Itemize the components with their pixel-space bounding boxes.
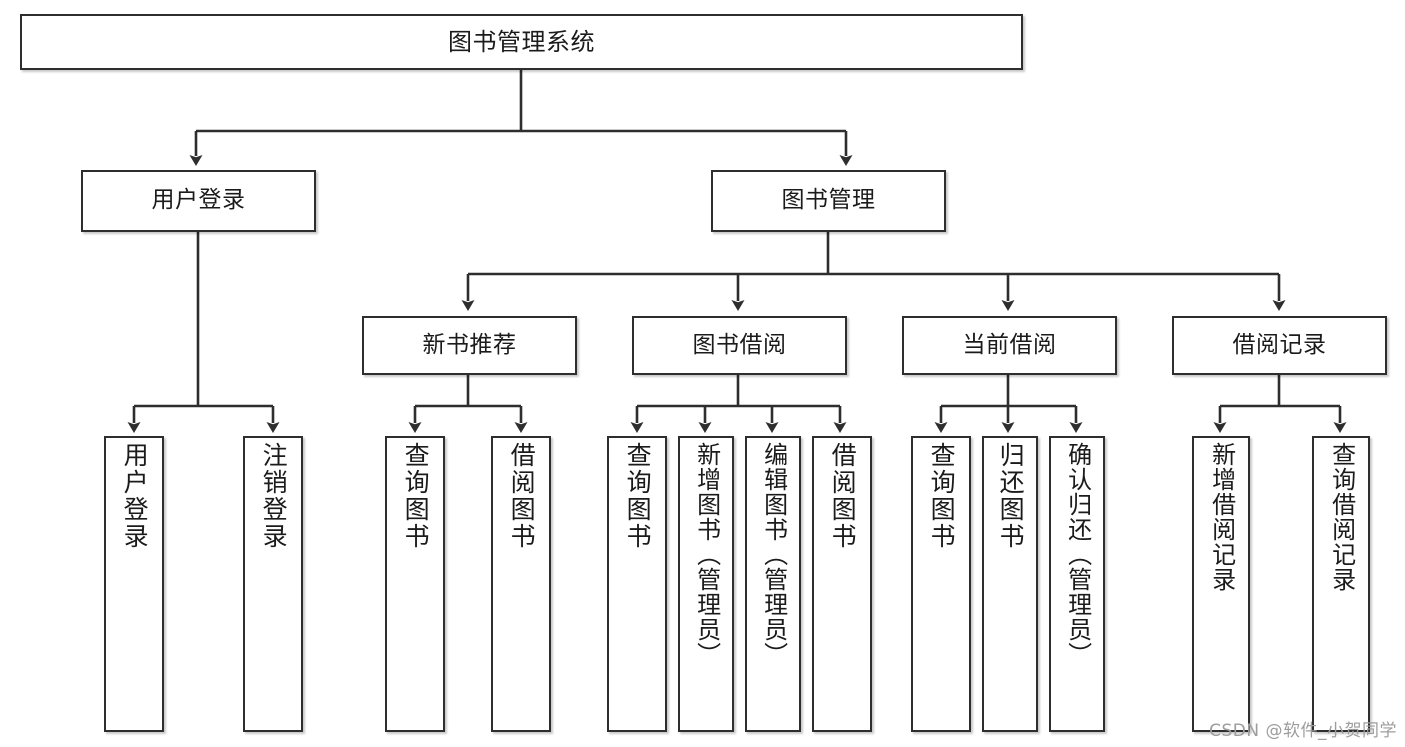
node-label: 当前借阅 <box>962 331 1057 358</box>
node-label: 用户登录 <box>120 442 150 550</box>
node-book-management[interactable]: 图书管理 <box>711 170 946 232</box>
node-label: 图书管理 <box>781 187 876 214</box>
leaf-user-login-1[interactable]: 注销登录 <box>243 436 303 732</box>
node-book-borrow[interactable]: 图书借阅 <box>632 316 847 375</box>
node-label: 借阅记录 <box>1232 331 1327 358</box>
node-label: 借阅图书 <box>828 442 858 550</box>
leaf-new-book-rec-0[interactable]: 查询图书 <box>385 436 445 732</box>
node-label: 查询借阅记录 <box>1327 442 1356 592</box>
leaf-current-borrow-1[interactable]: 归还图书 <box>982 436 1038 732</box>
node-root-book-management-system[interactable]: 图书管理系统 <box>20 14 1023 70</box>
leaf-new-book-rec-1[interactable]: 借阅图书 <box>491 436 551 732</box>
node-label: 归还图书 <box>996 442 1026 550</box>
node-new-book-recommendation[interactable]: 新书推荐 <box>362 316 577 375</box>
leaf-book-borrow-2[interactable]: 编辑图书（管理员） <box>745 436 801 732</box>
node-label: 查询图书 <box>927 442 957 550</box>
node-label: 新增图书（管理员） <box>692 442 721 667</box>
leaf-borrow-record-0[interactable]: 新增借阅记录 <box>1192 436 1250 732</box>
node-borrow-record[interactable]: 借阅记录 <box>1172 316 1387 375</box>
node-label: 新增借阅记录 <box>1207 442 1236 592</box>
node-label: 注销登录 <box>259 442 289 550</box>
node-label: 图书借阅 <box>692 331 787 358</box>
node-label: 借阅图书 <box>507 442 537 550</box>
leaf-borrow-record-1[interactable]: 查询借阅记录 <box>1312 436 1370 732</box>
node-label: 新书推荐 <box>422 331 517 358</box>
node-label: 用户登录 <box>151 187 246 214</box>
leaf-book-borrow-1[interactable]: 新增图书（管理员） <box>678 436 734 732</box>
node-label: 编辑图书（管理员） <box>759 442 788 667</box>
node-label: 查询图书 <box>401 442 431 550</box>
node-label: 图书管理系统 <box>448 27 595 56</box>
leaf-book-borrow-0[interactable]: 查询图书 <box>607 436 667 732</box>
csdn-watermark: CSDN @软件_小贺同学 <box>1209 721 1397 741</box>
leaf-book-borrow-3[interactable]: 借阅图书 <box>812 436 872 732</box>
node-label: 确认归还（管理员） <box>1063 442 1092 667</box>
leaf-user-login-0[interactable]: 用户登录 <box>104 436 164 732</box>
node-label: 查询图书 <box>623 442 653 550</box>
leaf-current-borrow-0[interactable]: 查询图书 <box>911 436 971 732</box>
node-user-login[interactable]: 用户登录 <box>81 170 316 232</box>
leaf-current-borrow-2[interactable]: 确认归还（管理员） <box>1049 436 1105 732</box>
node-current-borrow[interactable]: 当前借阅 <box>902 316 1117 375</box>
